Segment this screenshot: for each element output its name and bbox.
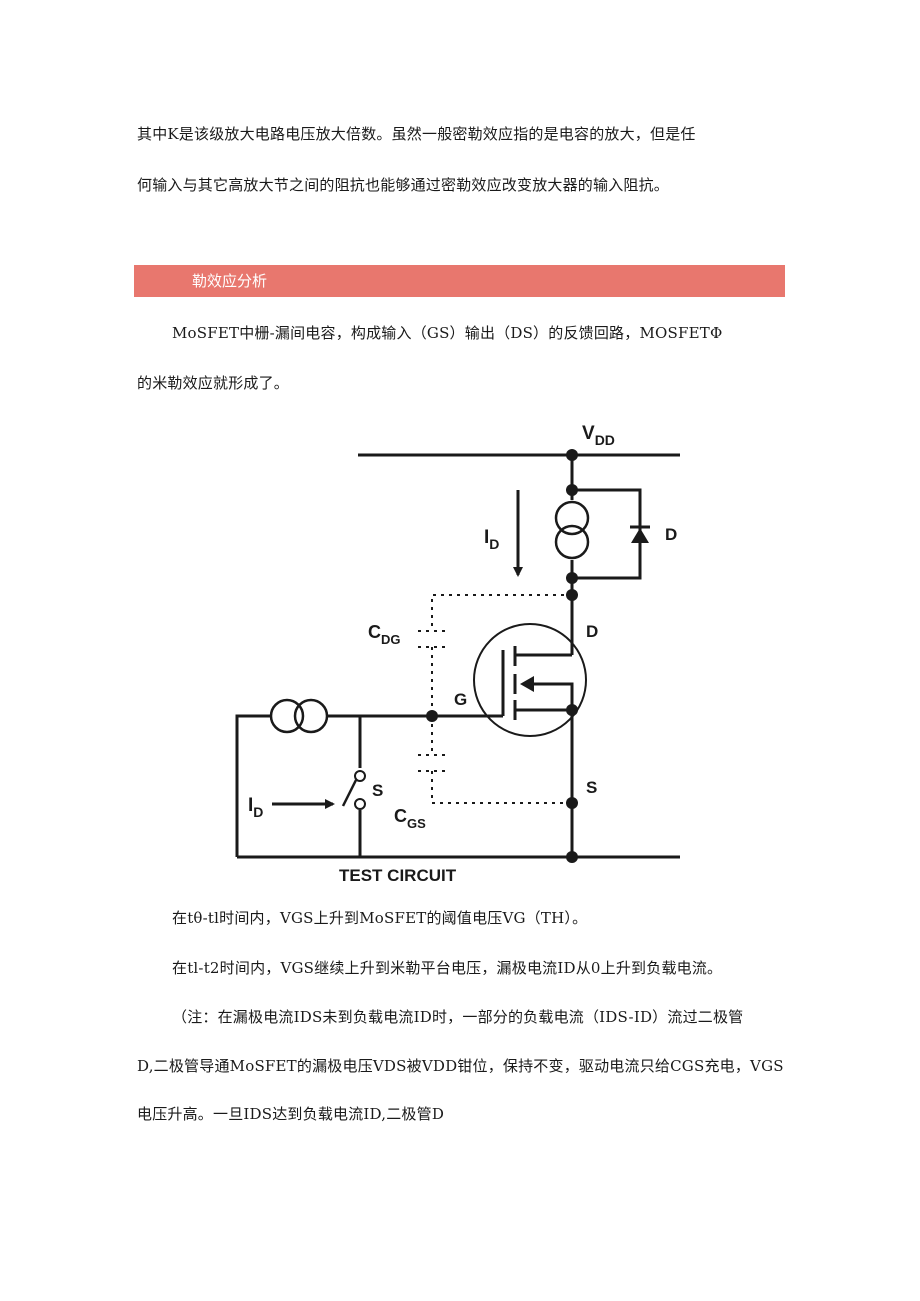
switch-icon [341, 770, 366, 810]
circuit-caption: TEST CIRCUIT [339, 866, 457, 885]
current-source-gate-icon [269, 698, 329, 734]
diode-branch-wire [572, 488, 642, 580]
diode-label: D [665, 525, 677, 544]
note-line-3: 电压升高。一旦IDS达到负载电流ID,二极管D [137, 1105, 445, 1123]
intro-line-2: 何输入与其它高放大节之间的阻抗也能够通过密勒效应改变放大器的输入阻抗。 [137, 176, 670, 194]
cgs-label: CGS [394, 806, 426, 831]
para3: 在tl-t2时间内，VGS继续上升到米勒平台电压，漏极电流ID从0上升到负载电流… [172, 959, 723, 977]
drain-label: D [586, 622, 598, 641]
id-left-label: ID [248, 795, 263, 820]
source-label: S [586, 778, 597, 797]
capacitor-cgs [418, 716, 572, 804]
section-title: 勒效应分析 [192, 272, 268, 290]
note-line-1: （注：在漏极电流IDS未到负载电流ID时，一部分的负载电流（IDS-ID）流过二… [172, 1008, 744, 1026]
mosfet-icon [473, 623, 587, 737]
gate-label: G [454, 690, 467, 709]
intro-line-1: 其中K是该级放大电路电压放大倍数。虽然一般密勒效应指的是电容的放大，但是任 [137, 125, 696, 143]
para1-line-1: MoSFET中栅-漏间电容，构成输入（GS）输出（DS）的反馈回路，MOSFET… [172, 324, 723, 342]
note-line-2: D,二极管导通MoSFET的漏极电压VDS被VDD钳位，保持不变，驱动电流只给C… [137, 1057, 784, 1075]
para1-line-2: 的米勒效应就形成了。 [137, 374, 290, 392]
diode-icon [630, 525, 650, 543]
current-source-top-icon [554, 500, 590, 560]
para2: 在tθ-tl时间内，VGS上升到MoSFET的阈值电压VG（TH）。 [172, 909, 588, 927]
switch-label: S [372, 781, 383, 800]
capacitor-cdg [418, 594, 572, 716]
section-header: 勒效应分析 [134, 265, 785, 297]
vdd-label: VDD [582, 423, 615, 448]
id-top-label: ID [484, 527, 499, 552]
junction-dots [426, 449, 578, 863]
left-loop-wire [235, 714, 272, 857]
cdg-label: CDG [368, 622, 401, 647]
